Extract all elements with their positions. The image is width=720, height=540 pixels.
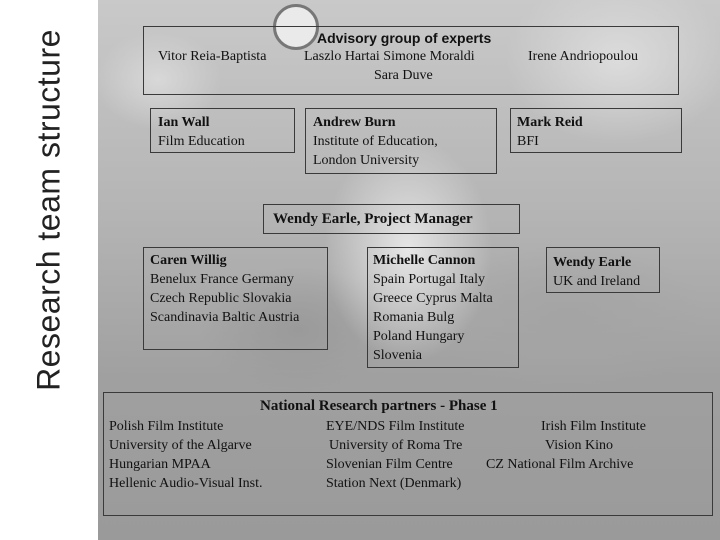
region-lead-name: Caren Willig: [150, 253, 227, 268]
advisory-group-box: Advisory group of experts Vitor Reia-Bap…: [143, 26, 679, 95]
region-countries-line: Benelux France Germany: [150, 272, 294, 287]
partner-org: Institute of Education,: [313, 134, 438, 149]
national-partner-item: Polish Film Institute: [109, 419, 224, 434]
wall-clock-image: [273, 4, 319, 50]
region-countries-line: UK and Ireland: [553, 274, 641, 289]
background-photo: [98, 0, 720, 540]
region-box-caren-willig: Caren Willig Benelux France Germany Czec…: [143, 247, 328, 350]
partner-org: Film Education: [158, 134, 245, 149]
partner-box-andrew-burn: Andrew Burn Institute of Education, Lond…: [305, 108, 497, 174]
region-countries-line: Slovenia: [373, 348, 422, 363]
partner-org: BFI: [517, 134, 539, 149]
national-partner-item: Hellenic Audio-Visual Inst.: [109, 476, 263, 491]
national-partners-title: National Research partners - Phase 1: [260, 398, 498, 414]
national-partners-box: National Research partners - Phase 1 Pol…: [103, 392, 713, 516]
national-partner-item: University of Roma Tre: [329, 438, 463, 453]
partner-name: Ian Wall: [158, 115, 210, 130]
side-title-panel: Research team structure: [0, 0, 98, 420]
region-box-wendy-earle: Wendy Earle UK and Ireland: [546, 247, 660, 293]
partner-org-line-2: London University: [313, 153, 420, 168]
project-manager-label: Wendy Earle, Project Manager: [273, 211, 473, 227]
region-countries-line: Czech Republic Slovakia: [150, 291, 292, 306]
advisory-members-center-2: Sara Duve: [374, 68, 433, 83]
national-partner-item: CZ National Film Archive: [486, 457, 634, 472]
region-countries-line: Romania Bulg: [373, 310, 455, 325]
advisory-member-right: Irene Andriopoulou: [528, 49, 639, 64]
advisory-members-center-1: Laszlo Hartai Simone Moraldi: [304, 49, 475, 64]
side-title: Research team structure: [30, 29, 67, 391]
region-box-michelle-cannon: Michelle Cannon Spain Portugal Italy Gre…: [367, 247, 519, 368]
national-partner-item: EYE/NDS Film Institute: [326, 419, 465, 434]
partner-box-ian-wall: Ian Wall Film Education: [150, 108, 295, 153]
partner-name: Mark Reid: [517, 115, 583, 130]
national-partner-item: Station Next (Denmark): [326, 476, 462, 491]
national-partner-item: Vision Kino: [545, 438, 613, 453]
region-countries-line: Greece Cyprus Malta: [373, 291, 493, 306]
national-partner-item: Irish Film Institute: [541, 419, 646, 434]
national-partner-item: University of the Algarve: [109, 438, 252, 453]
region-lead-name: Michelle Cannon: [373, 253, 476, 268]
region-countries-line: Spain Portugal Italy: [373, 272, 485, 287]
advisory-member-left: Vitor Reia-Baptista: [158, 49, 267, 64]
region-lead-name: Wendy Earle: [553, 255, 632, 270]
national-partner-item: Hungarian MPAA: [109, 457, 211, 472]
project-manager-box: Wendy Earle, Project Manager: [263, 204, 520, 234]
advisory-title: Advisory group of experts: [317, 30, 492, 46]
region-countries-line: Poland Hungary: [373, 329, 465, 344]
partner-box-mark-reid: Mark Reid BFI: [510, 108, 682, 153]
region-countries-line: Scandinavia Baltic Austria: [150, 310, 300, 325]
national-partner-item: Slovenian Film Centre: [326, 457, 453, 472]
partner-name: Andrew Burn: [313, 115, 396, 130]
